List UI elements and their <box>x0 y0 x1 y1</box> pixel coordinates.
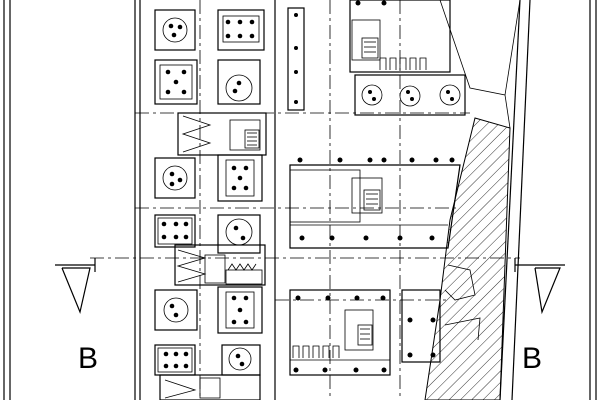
unit-upper-right <box>349 0 466 116</box>
section-marker-left <box>55 258 96 314</box>
sheet-frame <box>3 0 597 400</box>
table-group-left <box>154 9 265 376</box>
section-label-right: B <box>522 342 542 375</box>
unit-middle-right <box>289 157 461 249</box>
section-label-left: B <box>78 342 98 375</box>
section-marker-right <box>514 258 565 315</box>
hatched-site-boundary <box>424 0 531 400</box>
service-units-left <box>159 112 267 400</box>
partition-post <box>287 7 305 111</box>
building-outline <box>134 0 276 400</box>
unit-lower-right <box>289 289 441 376</box>
